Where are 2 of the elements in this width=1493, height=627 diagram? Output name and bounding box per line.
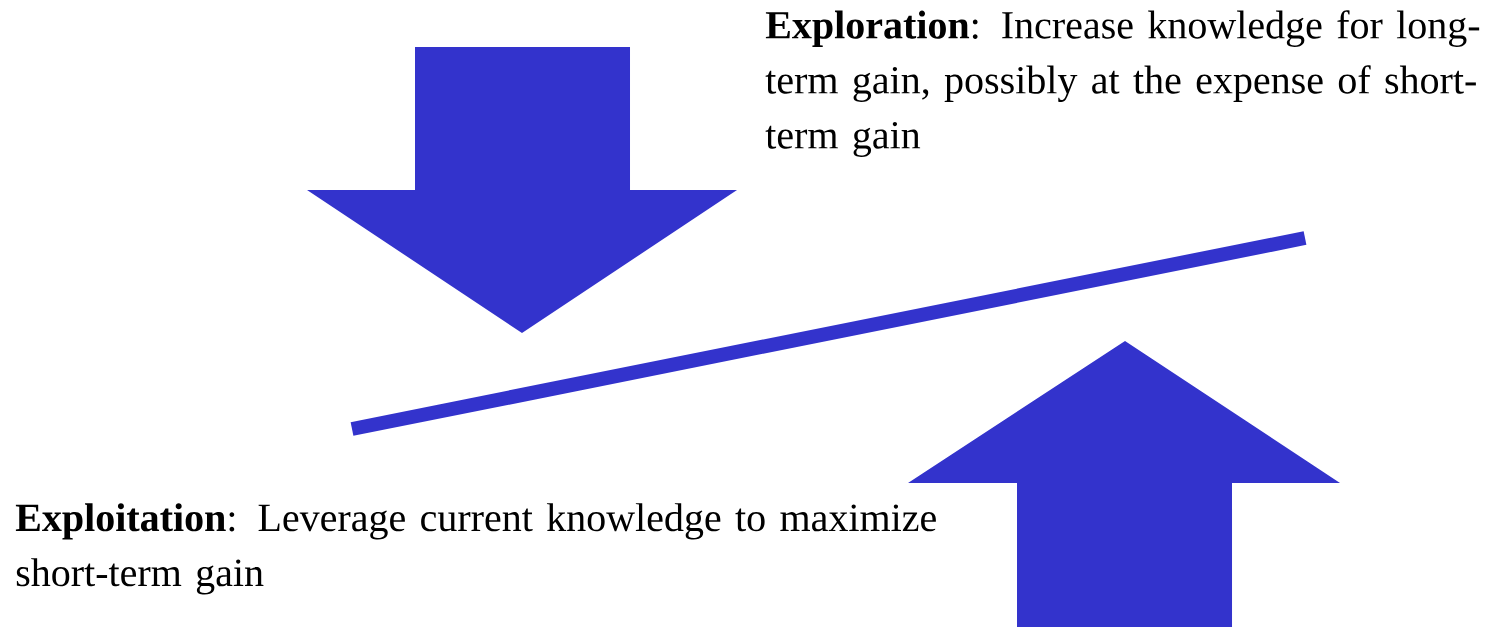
description-text: Exploration: Increase knowledge for long-term gain, possibly at the expense of short-term gain [765,10,1480,157]
description-text: Exploitation: Leverage current knowledge to maximize short-term gain [15,503,936,595]
